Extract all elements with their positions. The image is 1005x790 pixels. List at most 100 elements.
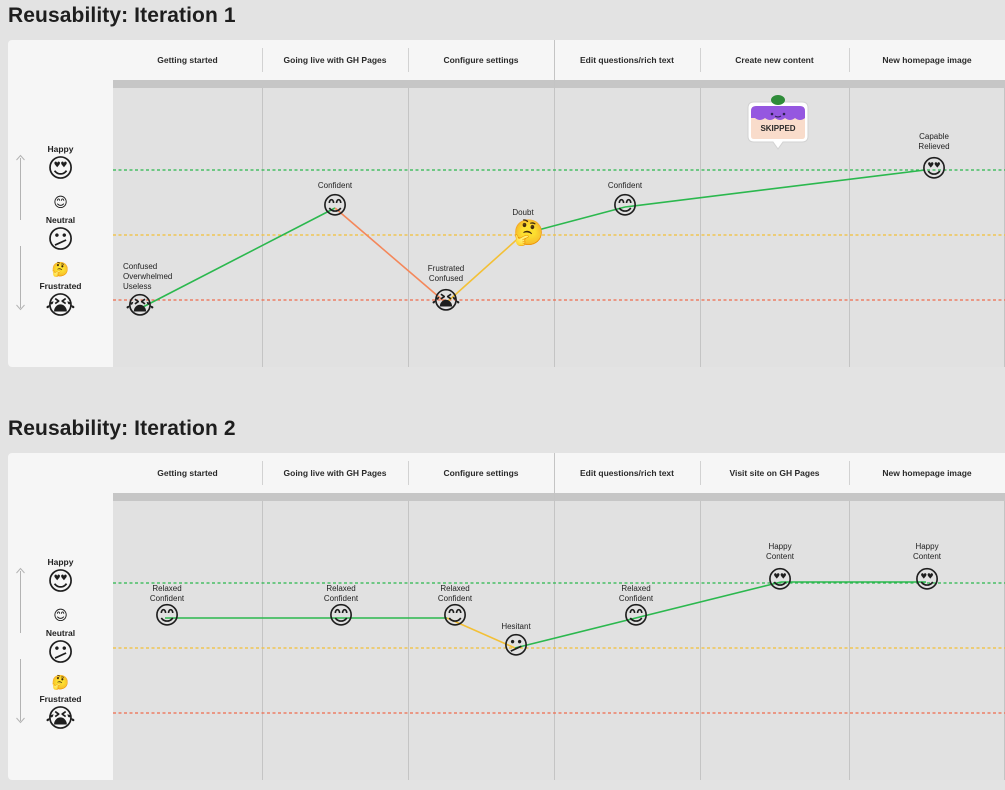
confused-face-icon: 😕	[46, 224, 75, 254]
curve-segment	[445, 233, 524, 304]
skipped-label: SKIPPED	[760, 124, 796, 133]
up-arrow-icon	[16, 154, 25, 161]
column-divider	[262, 88, 263, 367]
curve-segment	[514, 581, 782, 649]
crying-face-icon: 😭	[45, 703, 76, 733]
smiling-face-icon: 😊	[53, 194, 68, 210]
skipped-badge-icon	[747, 95, 809, 150]
smiling-face-icon: 😊	[622, 601, 650, 630]
journey-map-iteration-2: Happy 😍 😊 Neutral 😕 🤔 Frustrated 😭 Getti…	[8, 453, 1005, 780]
header-separator	[849, 48, 850, 72]
column-header: New homepage image	[882, 55, 972, 65]
emotion-legend: Happy 😍 😊 Neutral 😕 🤔 Frustrated 😭	[8, 453, 113, 780]
column-divider	[700, 501, 701, 780]
happy-label: Happy	[47, 557, 74, 567]
point-label: Confident	[317, 181, 353, 190]
heart-eyes-icon: 😍	[46, 153, 75, 183]
point-label: Relaxed Confident	[323, 584, 359, 603]
column-divider	[849, 501, 850, 780]
column-divider	[554, 40, 555, 367]
column-header-bar	[113, 453, 1005, 493]
emotion-legend: Happy 😍 😊 Neutral 😕 🤔 Frustrated 😭	[8, 40, 113, 367]
point-label: Confused Overwhelmed Useless	[123, 262, 173, 291]
point-label: Relaxed Confident	[618, 584, 654, 603]
up-arrow-icon	[16, 567, 25, 574]
column-header: Getting started	[157, 468, 218, 478]
point-label: Capable Relieved	[918, 132, 950, 151]
heart-eyes-icon: 😍	[920, 154, 948, 183]
neutral-label: Neutral	[45, 628, 76, 638]
point-label: Happy Content	[912, 542, 942, 561]
point-label: Frustrated Confused	[427, 264, 465, 283]
column-header: Edit questions/rich text	[580, 468, 674, 478]
journey-grid: Getting started Going live with GH Pages…	[113, 40, 1005, 367]
column-divider	[408, 88, 409, 367]
point-label: Relaxed Confident	[149, 584, 185, 603]
point-label: Happy Content	[765, 542, 795, 561]
header-separator	[262, 48, 263, 72]
neutral-label: Neutral	[45, 215, 76, 225]
column-header: Visit site on GH Pages	[729, 468, 820, 478]
confused-face-icon: 😕	[502, 631, 530, 660]
header-separator	[700, 48, 701, 72]
down-arrow-icon	[16, 717, 25, 724]
smiling-face-icon: 😊	[441, 601, 469, 630]
up-arrow-line	[20, 158, 21, 220]
thinking-face-icon: 🤔	[51, 261, 70, 277]
column-header: Configure settings	[443, 468, 519, 478]
down-arrow-line	[20, 246, 21, 308]
curve-segment	[522, 206, 626, 235]
smiling-face-icon: 😊	[327, 601, 355, 630]
curve-segment	[334, 207, 447, 304]
column-divider	[408, 501, 409, 780]
confused-face-icon: 😕	[46, 637, 75, 667]
column-divider	[554, 453, 555, 780]
iteration-2-title: Reusability: Iteration 2	[8, 417, 236, 440]
thinking-face-icon: 🤔	[513, 218, 545, 247]
emotion-curve-iteration-1	[113, 169, 1005, 309]
column-divider	[700, 88, 701, 367]
journey-map-iteration-1: Happy 😍 😊 Neutral 😕 🤔 Frustrated 😭 Getti…	[8, 40, 1005, 367]
thinking-face-icon: 🤔	[51, 674, 70, 690]
column-header: New homepage image	[882, 468, 972, 478]
column-header: Edit questions/rich text	[580, 55, 674, 65]
header-stripe	[113, 493, 1005, 501]
column-header: Going live with GH Pages	[283, 55, 387, 65]
column-divider	[262, 501, 263, 780]
column-divider	[849, 88, 850, 367]
up-arrow-line	[20, 571, 21, 633]
point-label: Relaxed Confident	[437, 584, 473, 603]
crying-face-icon: 😭	[45, 290, 76, 320]
header-separator	[408, 48, 409, 72]
point-label: Confident	[607, 181, 643, 190]
column-header-bar	[113, 40, 1005, 80]
emotion-curve-iteration-2	[113, 581, 1005, 714]
down-arrow-icon	[16, 304, 25, 311]
column-header: Going live with GH Pages	[283, 468, 387, 478]
frustrated-label: Frustrated	[39, 281, 82, 291]
crying-face-icon: 😭	[431, 286, 461, 315]
smiling-face-icon: 😊	[321, 191, 349, 220]
skipped-sticker: SKIPPED	[743, 94, 813, 157]
happy-label: Happy	[47, 144, 74, 154]
smiling-face-icon: 😊	[53, 607, 68, 623]
down-arrow-line	[20, 659, 21, 721]
column-header: Configure settings	[443, 55, 519, 65]
column-header: Create new content	[735, 55, 814, 65]
header-separator	[849, 461, 850, 485]
header-stripe	[113, 80, 1005, 88]
frustrated-label: Frustrated	[39, 694, 82, 704]
journey-grid: Getting started Going live with GH Pages…	[113, 453, 1005, 780]
point-label: Doubt	[512, 208, 534, 217]
smiling-face-icon: 😊	[611, 191, 639, 220]
heart-eyes-icon: 😍	[46, 566, 75, 596]
crying-face-icon: 😭	[125, 291, 155, 320]
heart-eyes-icon: 😍	[766, 565, 794, 594]
curve-segment	[624, 169, 926, 208]
curve-segment	[140, 207, 336, 309]
point-label: Hesitant	[501, 622, 531, 631]
iteration-1-title: Reusability: Iteration 1	[8, 4, 236, 27]
smiling-face-icon: 😊	[153, 601, 181, 630]
curve-segment	[446, 617, 516, 649]
header-separator	[262, 461, 263, 485]
